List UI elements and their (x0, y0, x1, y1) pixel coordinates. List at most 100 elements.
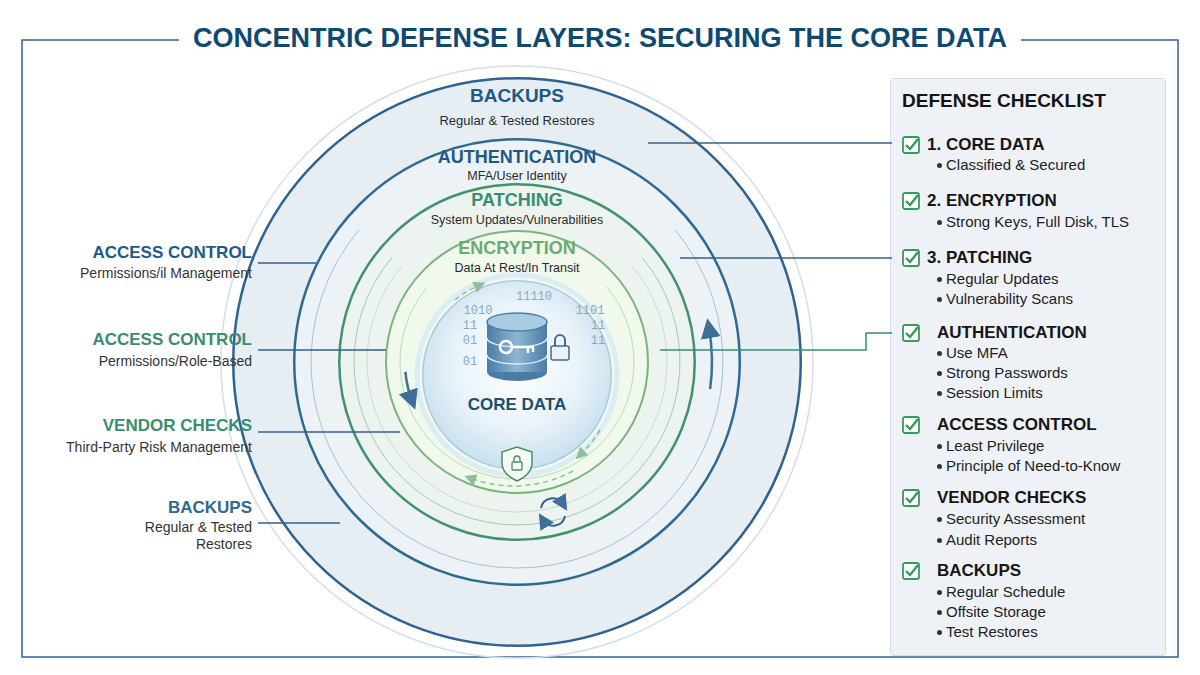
panel-background (891, 79, 1166, 656)
checklist-heading: AUTHENTICATION (937, 323, 1169, 343)
checkbox-frame (903, 417, 919, 433)
checklist-item: Regular Schedule (946, 583, 1161, 601)
layer-heading: BACKUPS (232, 84, 802, 107)
checklist-heading: 1. CORE DATA (927, 135, 1159, 155)
bullet-dot (937, 610, 942, 615)
lock-body (551, 346, 569, 360)
layer-heading: CORE DATA (422, 395, 612, 415)
callout-text: Third-Party Risk Management (32, 439, 252, 456)
ring-circle (233, 78, 801, 646)
callout-heading: VENDOR CHECKS (32, 416, 252, 436)
guide-arc (354, 257, 680, 525)
checklist-item: Classified & Secured (946, 156, 1161, 174)
checkbox-icon (902, 136, 920, 154)
shield-lock (512, 462, 522, 470)
checkbox-icon (902, 489, 920, 507)
checkbox-frame (903, 563, 919, 579)
database-band (487, 355, 547, 364)
bullet-dot (937, 630, 942, 635)
key-shaft (512, 347, 534, 353)
checklist-item: Audit Reports (946, 531, 1161, 549)
key-bow (500, 341, 512, 353)
checklist-heading: 2. ENCRYPTION (927, 191, 1159, 211)
leader-line (258, 431, 400, 433)
flow-arrow (455, 285, 480, 300)
bullet-dot (937, 220, 942, 225)
checklist-heading: 3. PATCHING (927, 248, 1159, 268)
checklist-item: Use MFA (946, 344, 1161, 362)
authentication-ring: AUTHENTICATIONMFA/User IdentityPATCHINGS… (293, 138, 741, 586)
ring-circle (339, 184, 695, 540)
checklist-heading: ACCESS CONTROL (937, 415, 1169, 435)
binary-digits: 1101 (560, 304, 620, 318)
bullet-dot (937, 391, 942, 396)
callout-text: Permissions/Role-Based (32, 353, 252, 370)
checkbox-frame (903, 490, 919, 506)
layer-subtitle: Regular & Tested Restores (232, 113, 802, 129)
checklist-item: Regular Updates (946, 270, 1161, 288)
ring-circle (386, 231, 648, 493)
checklist-title: DEFENSE CHECKLIST (902, 89, 1152, 112)
leader-line (660, 333, 892, 350)
checklist-heading: BACKUPS (937, 561, 1169, 581)
patching-ring: PATCHING System Updates/VulnerabilitiesEN… (338, 183, 696, 541)
database-top (487, 313, 547, 331)
checklist-item: Strong Passwords (946, 364, 1161, 382)
diagram-title: CONCENTRIC DEFENSE LAYERS: SECURING THE … (179, 22, 1021, 54)
leader-line (258, 262, 316, 264)
outer-halo (221, 66, 813, 658)
guide-arc (400, 287, 634, 479)
leader-line (648, 142, 892, 144)
check-mark (906, 419, 918, 429)
binary-digits: 11 (440, 319, 500, 333)
leader-line (258, 349, 386, 351)
binary-digits: 01 (440, 355, 500, 369)
check-mark (906, 565, 918, 575)
leader-line (680, 257, 892, 259)
database-band (487, 338, 547, 347)
shield-icon (502, 447, 532, 481)
checkbox-frame (903, 325, 919, 341)
checklist-item: Test Restores (946, 623, 1161, 641)
binary-digits: 11 (568, 319, 628, 333)
leader-line (258, 522, 340, 524)
checkbox-icon (902, 562, 920, 580)
binary-digits: 01 (440, 334, 500, 348)
flow-arrow (405, 372, 411, 401)
ring-circle (294, 139, 740, 585)
checklist-item: Principle of Need-to-Know (946, 457, 1161, 475)
callout-heading: BACKUPS (32, 498, 252, 518)
lock-shackle (555, 335, 565, 346)
flow-arrow (709, 328, 712, 389)
bullet-dot (937, 297, 942, 302)
check-mark (906, 195, 918, 205)
checklist-panel: DEFENSE CHECKLIST 1. CORE DATAClassified … (890, 78, 1166, 656)
checkbox-frame (903, 250, 919, 266)
check-mark (906, 492, 918, 502)
layer-heading: AUTHENTICATION (293, 146, 741, 168)
bullet-dot (937, 277, 942, 282)
callout-heading: ACCESS CONTROL (32, 330, 252, 350)
checklist-item: Session Limits (946, 384, 1161, 402)
guide-arc (367, 266, 667, 512)
flow-arrow (470, 471, 573, 486)
shield-lock-shackle (514, 456, 520, 462)
checklist-item: Strong Keys, Full Disk, TLS (946, 213, 1161, 231)
check-mark (906, 252, 918, 262)
checkbox-icon (902, 249, 920, 267)
layer-subtitle: Data At Rest/In Transit (385, 261, 649, 276)
bullet-dot (937, 444, 942, 449)
checklist-item: Least Privilege (946, 437, 1161, 455)
callout-text: Regular & Tested Restores (122, 519, 252, 553)
checkbox-frame (903, 193, 919, 209)
encryption-ring: ENCRYPTIONData At Rest/In TransitCORE DA… (385, 230, 649, 494)
layer-subtitle: System Updates/Vulnerabilities (338, 213, 696, 228)
flow-arrow (580, 430, 600, 455)
bullet-dot (937, 464, 942, 469)
layer-heading: PATCHING (338, 189, 696, 211)
checkbox-icon (902, 192, 920, 210)
callout-heading: ACCESS CONTROL (32, 243, 252, 263)
checklist-item: Offsite Storage (946, 603, 1161, 621)
database-bottom (487, 363, 547, 381)
